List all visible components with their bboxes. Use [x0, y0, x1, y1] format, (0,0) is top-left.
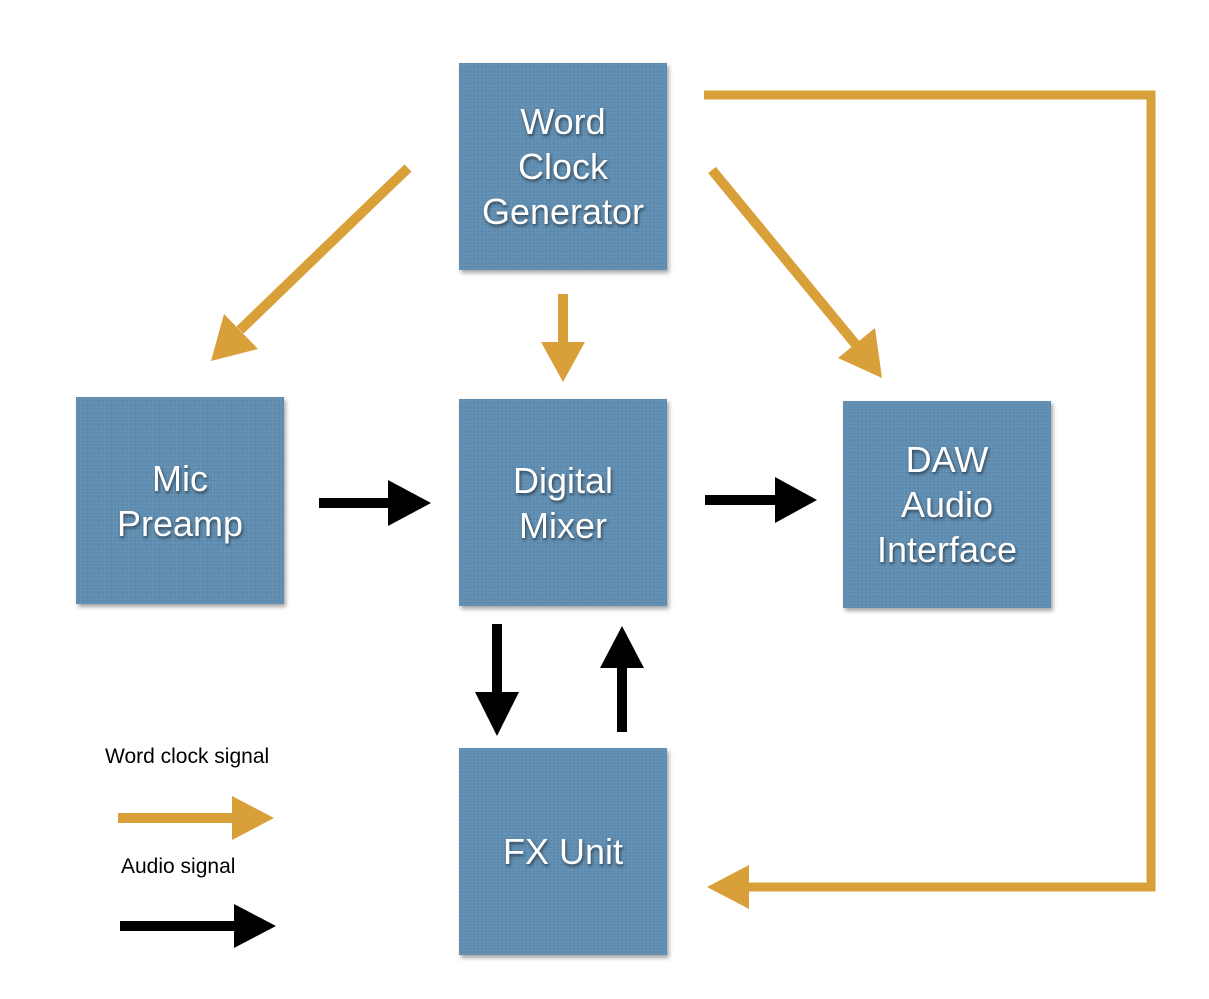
legend-word-clock-arrow: [118, 796, 274, 840]
arrow-wcg-to-fx-unit: [704, 90, 1156, 909]
arrow-mic-preamp-to-mixer: [319, 480, 431, 526]
word-clock-generator-label: Word Clock Generator: [481, 101, 645, 232]
audio-arrows: [319, 477, 817, 736]
digital-mixer-label: Digital Mixer: [512, 459, 614, 546]
arrow-mixer-to-fx-unit: [475, 624, 519, 736]
mic-preamp-label: Mic Preamp: [116, 457, 244, 544]
fx-unit-block: FX Unit: [459, 748, 667, 955]
fx-unit-label: FX Unit: [502, 831, 624, 872]
arrow-fx-unit-to-mixer: [600, 626, 644, 732]
legend-audio-label: Audio signal: [121, 855, 236, 878]
mic-preamp-block: Mic Preamp: [76, 397, 284, 604]
legend-audio-arrow: [120, 904, 276, 948]
word-clock-generator-block: Word Clock Generator: [459, 63, 667, 270]
arrow-wcg-to-digital-mixer: [541, 294, 585, 382]
arrow-mixer-to-daw-interface: [705, 477, 817, 523]
daw-audio-interface-block: DAW Audio Interface: [843, 401, 1051, 608]
daw-audio-interface-label: DAW Audio Interface: [876, 439, 1018, 570]
word-clock-arrows: [211, 90, 1156, 909]
legend-word-clock-label: Word clock signal: [105, 745, 270, 768]
arrow-wcg-to-mic-preamp: [211, 164, 412, 361]
digital-mixer-block: Digital Mixer: [459, 399, 667, 606]
arrow-wcg-to-daw-interface: [708, 166, 882, 378]
